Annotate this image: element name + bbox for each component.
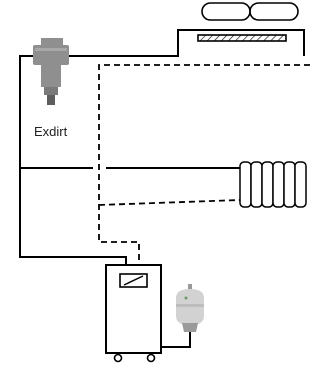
main-return-pipe <box>98 64 310 265</box>
fan-coil-icon <box>197 2 299 42</box>
fan-coil-exchanger <box>197 34 287 42</box>
dirt-separator-icon <box>33 38 69 105</box>
fan-coil-fan-left <box>201 2 251 21</box>
return-pipes <box>98 64 310 265</box>
filter-label: Exdirt <box>34 124 68 139</box>
radiator-return-pipe <box>98 199 241 206</box>
fan-coil-fan-right <box>249 2 299 21</box>
expansion-vessel-icon <box>176 284 204 332</box>
filter-to-fancoil-pipe <box>69 29 305 57</box>
radiator-icon <box>239 161 307 208</box>
main-supply-pipe <box>19 55 127 265</box>
vessel-connection-pipe <box>161 332 191 348</box>
boiler-wheel-left <box>113 353 123 363</box>
boiler-icon <box>105 264 162 363</box>
supply-pipes <box>19 29 305 348</box>
boiler-wheel-right <box>146 353 156 363</box>
